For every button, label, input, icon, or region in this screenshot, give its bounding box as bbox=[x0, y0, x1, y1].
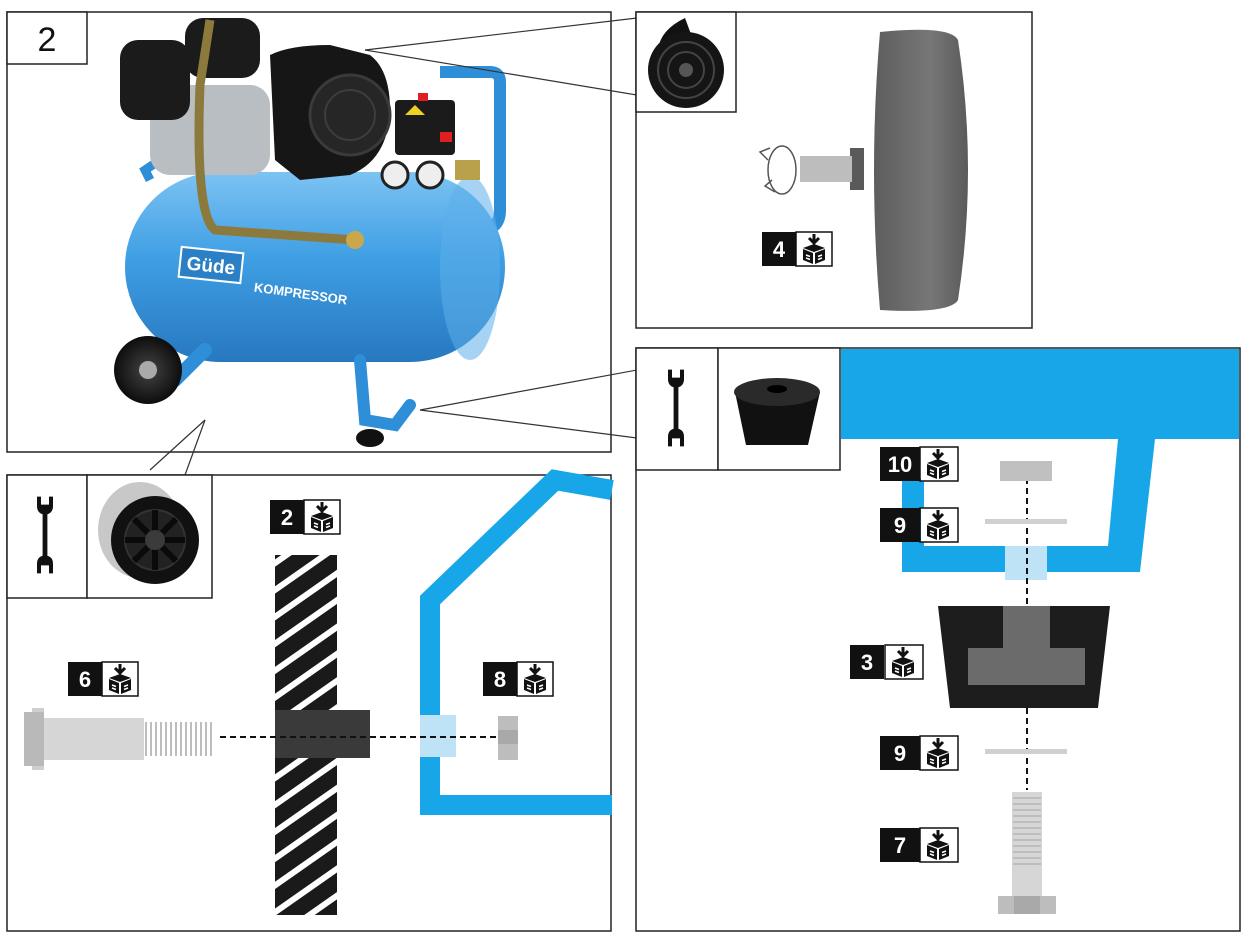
axle-bolt bbox=[24, 708, 212, 770]
cap-disc bbox=[874, 29, 968, 311]
foot-bracket bbox=[902, 439, 1155, 572]
air-tank bbox=[125, 172, 505, 362]
foot-washer-top bbox=[985, 519, 1067, 524]
compressor-illustration: Güde KOMPRESSOR bbox=[114, 18, 506, 447]
callout-lines bbox=[149, 17, 638, 476]
callout-label: 3 bbox=[861, 650, 873, 675]
wheel-assembly-panel: 2 6 8 bbox=[6, 469, 614, 932]
callout-label: 9 bbox=[894, 513, 906, 538]
foot-assembly-panel: 10 9 3 9 7 bbox=[635, 347, 1241, 932]
parts-box-icon bbox=[797, 232, 831, 266]
callout-label: 10 bbox=[888, 452, 912, 477]
cap-thumbnail bbox=[648, 18, 724, 108]
callout-part-9-top: 9 bbox=[880, 507, 959, 543]
parts-box-icon bbox=[921, 736, 955, 770]
foot-nut bbox=[1000, 461, 1052, 481]
callout-part-2: 2 bbox=[270, 499, 341, 535]
outlet-pipe bbox=[194, 19, 356, 245]
parts-box-icon bbox=[305, 500, 339, 534]
callout-label: 8 bbox=[494, 667, 506, 692]
wheel-cap-panel: 4 bbox=[635, 11, 1033, 329]
parts-box-icon bbox=[103, 662, 137, 696]
step-number-box bbox=[6, 11, 88, 65]
foot-bolt bbox=[998, 792, 1056, 914]
rubber-foot-section bbox=[938, 606, 1110, 708]
callout-part-4: 4 bbox=[762, 231, 833, 267]
parts-box-icon bbox=[921, 447, 955, 481]
wheel-hub bbox=[275, 710, 370, 758]
callout-label: 2 bbox=[281, 505, 293, 530]
cap-hub bbox=[850, 148, 864, 190]
parts-box-icon bbox=[921, 828, 955, 862]
callout-part-3: 3 bbox=[850, 644, 924, 680]
callout-part-9-bottom: 9 bbox=[880, 735, 959, 771]
pressure-gauge-left bbox=[380, 160, 410, 190]
callout-label: 7 bbox=[894, 833, 906, 858]
pressure-switch bbox=[395, 100, 455, 155]
brand-logo: Güde bbox=[186, 254, 236, 280]
pressure-gauge-right bbox=[415, 160, 445, 190]
rotate-arrow-icon bbox=[758, 145, 797, 195]
callout-label: 9 bbox=[894, 741, 906, 766]
rubber-foot bbox=[356, 429, 384, 447]
callout-part-10: 10 bbox=[880, 446, 959, 482]
frame-leg bbox=[420, 469, 614, 815]
parts-box-icon bbox=[518, 662, 552, 696]
cap-shaft bbox=[800, 156, 852, 182]
callout-part-6: 6 bbox=[68, 661, 139, 697]
wheel-thumbnail bbox=[98, 482, 199, 584]
cylinder-head-left bbox=[120, 40, 190, 120]
parts-box-icon bbox=[921, 508, 955, 542]
axle-nut bbox=[498, 716, 518, 760]
parts-box-icon bbox=[886, 645, 920, 679]
step-number: 2 bbox=[38, 21, 57, 59]
cylinder-head-right bbox=[185, 18, 260, 78]
callout-part-8: 8 bbox=[483, 661, 554, 697]
callout-part-7: 7 bbox=[880, 827, 959, 863]
callout-label: 6 bbox=[79, 667, 91, 692]
tank-bottom bbox=[841, 349, 1239, 439]
rubber-foot-thumbnail bbox=[734, 378, 820, 445]
compressor-photo-panel: 2 Güde KOMPRESSOR bbox=[6, 11, 612, 453]
foot-washer-bottom bbox=[985, 749, 1067, 754]
callout-label: 4 bbox=[773, 237, 786, 262]
